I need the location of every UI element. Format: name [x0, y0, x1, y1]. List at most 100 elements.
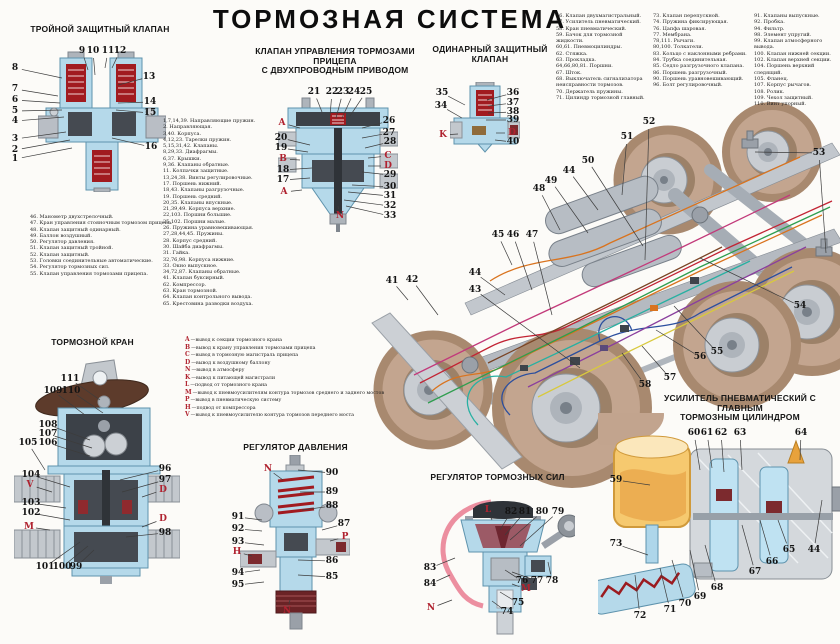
legend-item: 34,72,87. Клапаны обратные. — [163, 269, 241, 276]
letter-legend-row: M—вывод к пневмоусилителям контура тормо… — [185, 388, 435, 398]
callout-85: 85 — [325, 572, 339, 582]
letter-legend-row: C—вывод в тормозную магистраль прицепа — [185, 351, 435, 360]
legend-mid-numbered: 1,7,14,39. Направляющие пружин.2. Направ… — [163, 118, 275, 307]
legend-top-right-col1: 56. Клапан двухмагистральный.57. Усилите… — [556, 13, 651, 101]
legend-item: 5,15,31,42. Клапаны. — [163, 143, 219, 150]
truck-chassis-drawing — [371, 102, 840, 488]
letter-legend-row: L—подвод от тормозного крана — [185, 381, 435, 390]
brake-force-regulator-title: РЕГУЛЯТОР ТОРМОЗНЫХ СИЛ — [430, 472, 565, 482]
legend-item: 53. Головки соединительные автоматически… — [30, 258, 153, 265]
legend-letter: B — [185, 343, 191, 351]
callout-84: 84 — [423, 579, 437, 589]
callout-41: 41 — [385, 276, 399, 286]
legend-item: 11. Колпачки защитные. — [163, 168, 229, 175]
legend-item: 74. Пружина фиксирующая. — [653, 19, 729, 26]
legend-letter: D — [185, 358, 191, 366]
callout-72: 72 — [633, 611, 647, 621]
callout-27: 27 — [382, 128, 396, 138]
callout-P: P — [341, 532, 349, 542]
legend-item: 86. Поршень разгрузочный. — [653, 69, 728, 76]
callout-C: C — [384, 151, 392, 161]
callout-66: 66 — [765, 557, 779, 567]
callout-16: 16 — [144, 142, 158, 152]
legend-item: 20,35. Клапаны впускные. — [163, 199, 233, 206]
legend-item: 41. Клапан буксирный. — [163, 275, 225, 282]
callout-74: 74 — [500, 607, 514, 617]
legend-item: 4,12,23. Тарелки пружин. — [163, 136, 232, 143]
callout-86: 86 — [325, 556, 339, 566]
callout-20: 20 — [274, 133, 288, 143]
legend-item: 17. Поршень нижний. — [163, 180, 222, 187]
callout-L: L — [484, 505, 492, 515]
callout-56: 56 — [693, 352, 707, 362]
callout-26: 26 — [382, 116, 396, 126]
legend-item: 25,102. Поршни малые. — [163, 218, 226, 225]
legend-letter-text: —вывод к воздушному баллону — [191, 360, 271, 366]
callout-97: 97 — [158, 475, 172, 485]
legend-letter: L — [185, 381, 190, 388]
callout-V: V — [26, 480, 34, 490]
legend-item: 100. Клапан нижней секции. — [754, 50, 831, 57]
callout-54: 54 — [793, 301, 807, 311]
letter-legend-row: A—вывод к секции тормозного крана — [185, 336, 435, 345]
legend-top-right-col3: 91. Клапаны выпускные.92. Пробка.94. Фил… — [754, 13, 838, 107]
callout-53: 53 — [812, 148, 826, 158]
callout-67: 67 — [748, 567, 762, 577]
legend-item: 62. Компрессор. — [163, 281, 207, 288]
callout-44: 44 — [468, 268, 482, 278]
letter-legend-row: H—подвод от компрессора — [185, 403, 435, 413]
legend-item: 99. Клапан атмосферного вывода. — [754, 38, 823, 51]
callout-35: 35 — [435, 88, 449, 98]
legend-item: 30. Шайба диафрагмы. — [163, 243, 224, 250]
legend-item: 2. Направляющая. — [163, 124, 213, 131]
callout-76: 76 — [515, 576, 529, 586]
callout-6: 6 — [11, 95, 19, 105]
legend-item: 64,66,80,81. Поршни. — [556, 63, 613, 70]
callout-3: 3 — [11, 134, 19, 144]
legend-letter: H — [185, 403, 191, 411]
callout-39: 39 — [506, 115, 520, 125]
legend-item: 110. Винт упорный. — [754, 101, 807, 108]
callout-110: 110 — [61, 386, 81, 396]
callout-77: 77 — [530, 576, 544, 586]
callout-23: 23 — [336, 87, 350, 97]
legend-item: 57. Усилитель пневматический. — [556, 19, 641, 26]
legend-item: 98. Элемент упругий. — [754, 31, 812, 38]
callout-82: 82 — [504, 507, 518, 517]
single-valve-title-line2: КЛАПАН — [471, 53, 509, 64]
callout-101: 101 — [35, 562, 55, 572]
legend-letter: M — [185, 388, 192, 396]
callout-61: 61 — [700, 428, 714, 438]
callout-M: M — [521, 584, 531, 594]
callout-71: 71 — [663, 605, 677, 615]
callout-65: 65 — [782, 545, 796, 555]
callout-D: D — [159, 485, 167, 495]
legend-item: 67. Шток. — [556, 69, 582, 76]
callout-N: N — [263, 464, 273, 474]
callout-21: 21 — [307, 87, 321, 97]
callout-B: B — [279, 154, 287, 164]
callout-13: 13 — [142, 72, 156, 82]
callout-83: 83 — [423, 563, 437, 573]
letter-legend-row: V—вывод к пневмоусилителю контура тормоз… — [185, 411, 435, 420]
legend-item: 94. Фильтр. — [754, 25, 785, 32]
callout-99: 99 — [69, 562, 83, 572]
callout-103: 103 — [21, 498, 41, 508]
callout-81: 81 — [518, 507, 532, 517]
callout-106: 106 — [38, 438, 58, 448]
legend-letter: P — [185, 396, 190, 403]
callout-D: D — [384, 161, 392, 171]
callout-12: 12 — [113, 46, 127, 56]
legend-item: 1,7,14,39. Направляющие пружин. — [163, 118, 256, 124]
callout-N: N — [426, 603, 436, 613]
callout-N: N — [335, 211, 345, 221]
callout-95: 95 — [231, 580, 245, 590]
legend-item: 92. Пробка. — [754, 19, 785, 26]
legend-letter: V — [185, 411, 190, 418]
callout-43: 43 — [468, 285, 482, 295]
legend-item: 22,103. Поршни большие. — [163, 212, 232, 219]
callout-64: 64 — [794, 428, 808, 438]
callout-1: 1 — [11, 154, 19, 164]
